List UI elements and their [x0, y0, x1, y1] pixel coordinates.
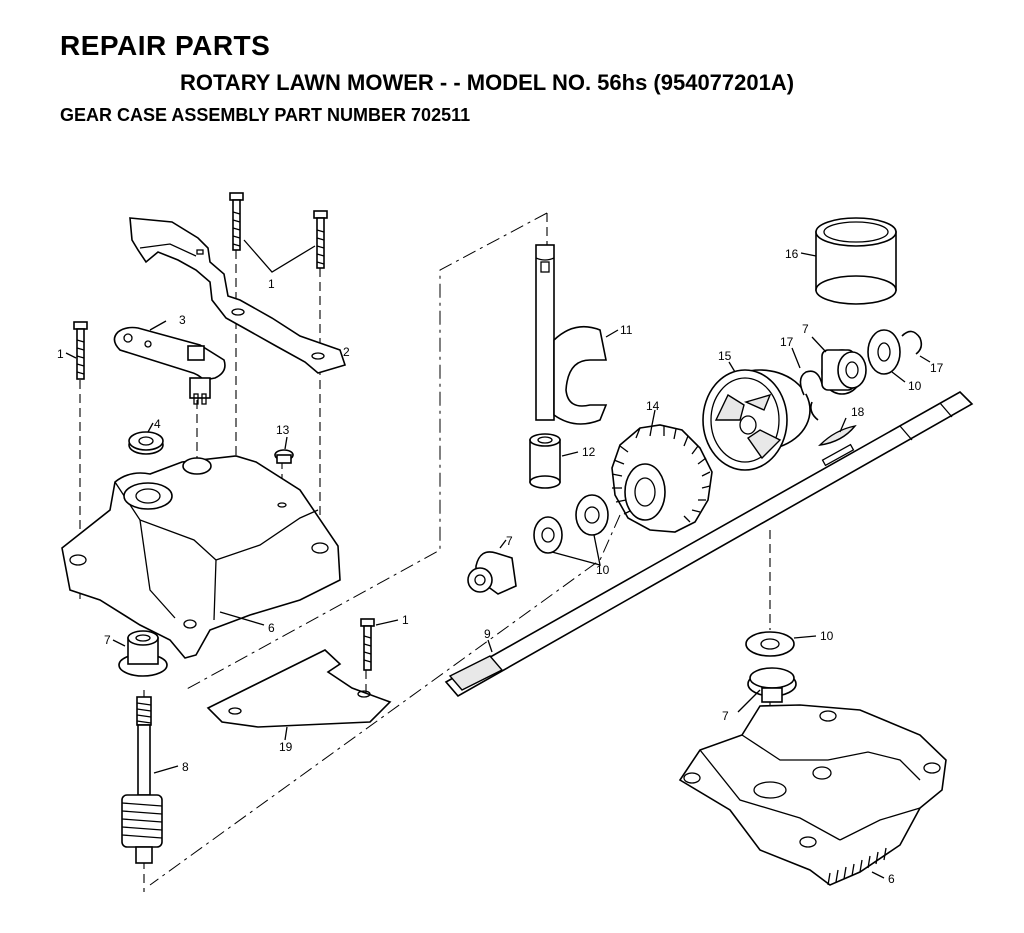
part-1-screw-gasket [360, 618, 399, 671]
part-1-screws-top [229, 192, 328, 273]
callout-18: 18 [851, 405, 865, 419]
part-11-shift-fork [535, 244, 619, 425]
callout-17-right: 17 [930, 361, 944, 375]
part-7-bushing-left [112, 630, 168, 677]
callout-3: 3 [179, 313, 186, 327]
callout-7-left: 7 [104, 633, 111, 647]
callout-1-left: 1 [57, 347, 64, 361]
callout-6-bottom: 6 [888, 872, 895, 886]
part-19-gasket [206, 649, 392, 741]
part-2-bracket [129, 217, 347, 374]
callout-7-shaft: 7 [506, 534, 513, 548]
callout-8: 8 [182, 760, 189, 774]
part-12-sleeve [529, 433, 579, 489]
callout-10-shaft: 10 [596, 563, 610, 577]
part-17-clips [791, 330, 931, 421]
part-8-worm-shaft [121, 696, 179, 864]
callout-7-right-top: 7 [802, 322, 809, 336]
callout-19: 19 [279, 740, 293, 754]
model-subtitle: ROTARY LAWN MOWER - - MODEL NO. 56hs (95… [180, 70, 795, 95]
part-3-lever [113, 320, 226, 405]
part-4-washer [128, 422, 164, 455]
callout-1-gasket: 1 [402, 613, 409, 627]
callout-11: 11 [620, 323, 633, 337]
part-6-gear-case-bottom [678, 704, 947, 886]
callout-labels: 1 1 1 2 3 4 6 6 7 7 7 7 8 9 10 10 10 11 … [57, 247, 944, 886]
part-18-key [818, 417, 857, 446]
assembly-heading: GEAR CASE ASSEMBLY PART NUMBER 702511 [60, 105, 471, 125]
callout-12: 12 [582, 445, 596, 459]
callout-13: 13 [276, 423, 290, 437]
part-7-bushing-right-top [811, 336, 867, 395]
part-7-bushing-shaft [467, 539, 517, 595]
page-title: REPAIR PARTS [60, 30, 271, 61]
callout-7-bottom-right: 7 [722, 709, 729, 723]
callout-9: 9 [484, 627, 491, 641]
part-1-screw-left [65, 321, 88, 380]
part-9-main-shaft [444, 391, 974, 698]
part-15-clutch-drum [702, 361, 811, 471]
callout-4: 4 [154, 417, 161, 431]
part-14-gear [611, 409, 713, 533]
part-13-plug [274, 436, 294, 464]
callout-15: 15 [718, 349, 732, 363]
callout-16: 16 [785, 247, 799, 261]
callout-17-left: 17 [780, 335, 794, 349]
callout-14: 14 [646, 399, 660, 413]
callout-2: 2 [343, 345, 350, 359]
callout-10-bottom: 10 [820, 629, 834, 643]
part-10-washers [533, 329, 906, 657]
callout-6-top: 6 [268, 621, 275, 635]
part-7-bushing-bottom-right [737, 667, 797, 713]
part-6-gear-case-top [61, 455, 341, 659]
callout-10-right: 10 [908, 379, 922, 393]
part-16-bearing [800, 217, 897, 305]
callout-1-top: 1 [268, 277, 275, 291]
